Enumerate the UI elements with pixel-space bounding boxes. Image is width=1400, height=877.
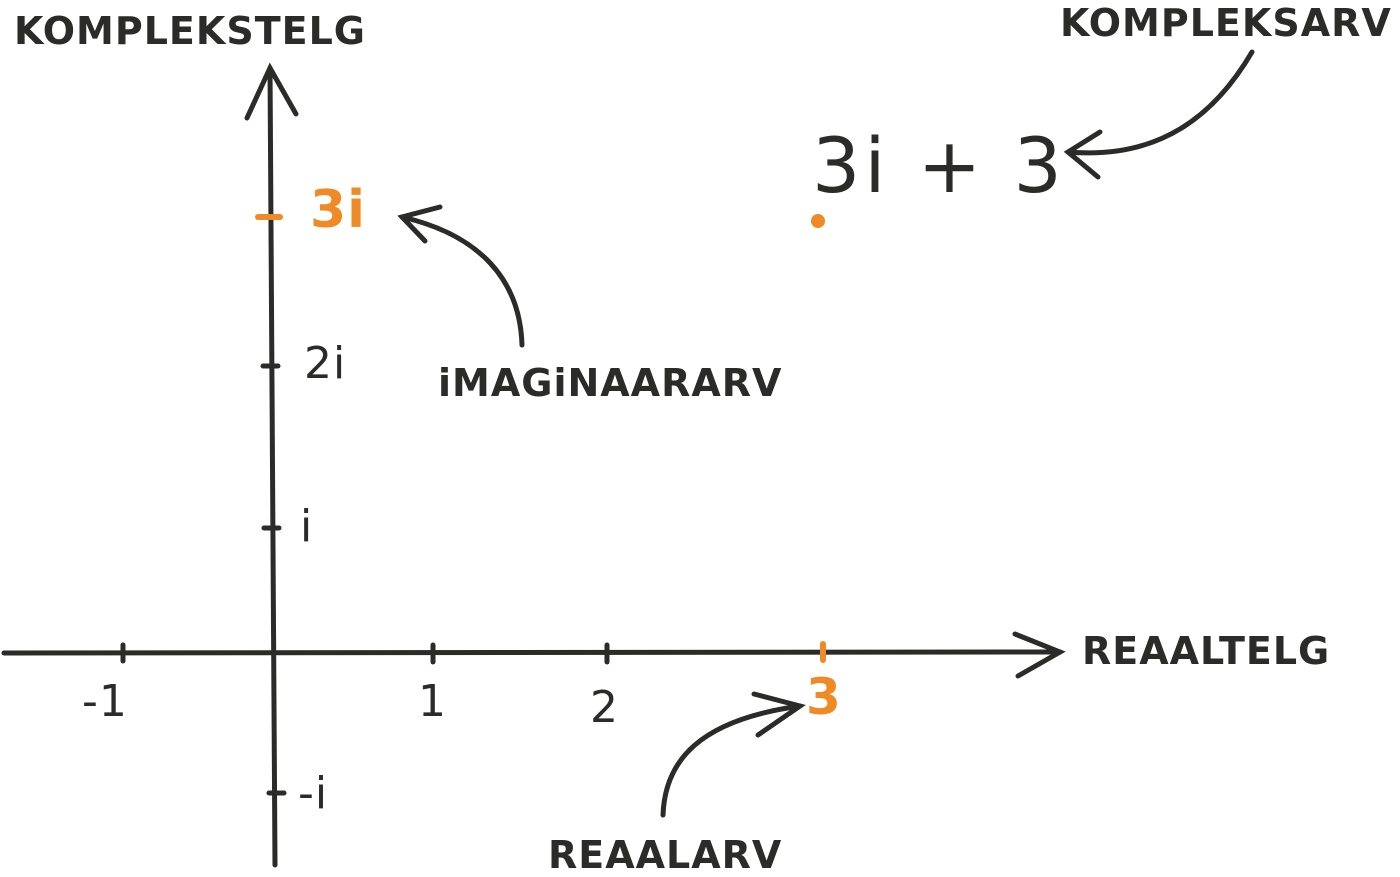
real-axis: [1, 649, 1063, 656]
imaginary-part-arrow: [399, 214, 525, 348]
tick-label-y-neg-i: -i: [298, 768, 329, 819]
complex-point-dot: [811, 214, 825, 228]
real-part-arrow: [660, 703, 803, 818]
tick-label-x-1: 1: [418, 676, 447, 727]
real-axis-arrowhead: [1012, 631, 1066, 679]
real-part-label: REAALARV: [548, 833, 783, 877]
complex-number-arrowhead: [1063, 129, 1103, 180]
imaginary-axis-arrowhead: [244, 62, 299, 121]
tick-label-x-neg1: -1: [82, 676, 128, 727]
imaginary-axis: [267, 65, 278, 868]
complex-number-arrow: [1065, 49, 1255, 156]
imaginary-axis-label: KOMPLEKSTELG: [14, 9, 366, 53]
tick-label-y-2i: 2i: [304, 338, 347, 389]
tick-label-y-i: i: [300, 501, 314, 552]
real-part-value: 3: [806, 668, 842, 726]
tick-label-x-2: 2: [590, 682, 619, 733]
imaginary-part-value: 3i: [310, 180, 367, 240]
complex-number-expression: 3i + 3: [812, 121, 1066, 210]
imaginary-part-label: iMAGiNAARARV: [438, 361, 783, 405]
real-part-arrowhead: [751, 691, 806, 738]
imaginary-part-arrowhead: [397, 204, 443, 244]
complex-number-label: KOMPLEKSARV: [1060, 1, 1392, 45]
real-axis-label: REAALTELG: [1082, 629, 1331, 673]
